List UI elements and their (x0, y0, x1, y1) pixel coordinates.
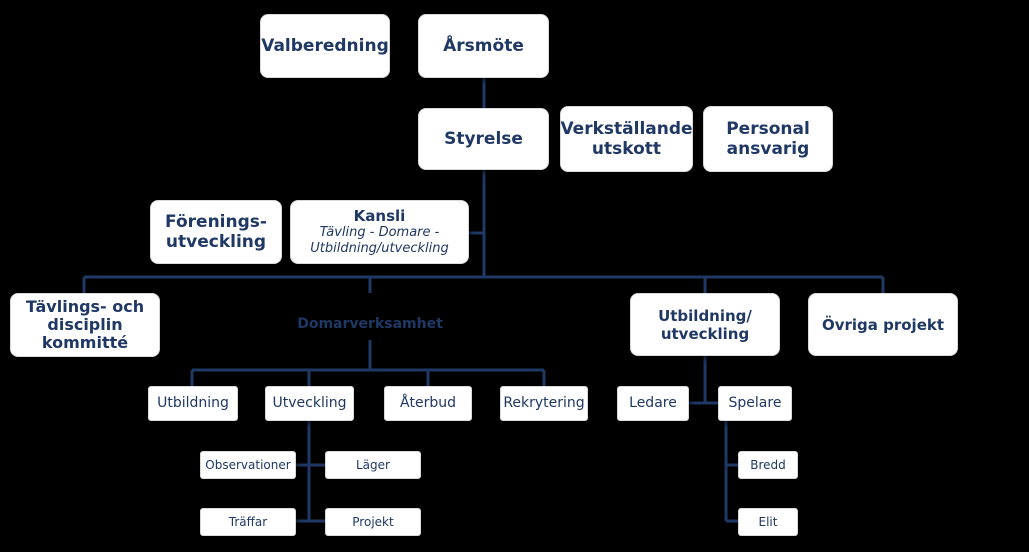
bredd-box: Bredd (738, 451, 798, 479)
domare-utbildning-label: Utbildning (157, 395, 229, 411)
ledare-box: Ledare (617, 386, 689, 421)
tavlings-line1: Tävlings- och (25, 297, 145, 316)
verkstallande-line2: utskott (591, 139, 662, 159)
verkstallande-line1: Verkställande (560, 119, 693, 139)
tavlings-line3: kommitté (41, 333, 129, 352)
ovriga-label: Övriga projekt (821, 315, 945, 334)
utbildning-line2: utveckling (660, 324, 750, 343)
observationer-box: Observationer (200, 451, 296, 479)
domarverksamhet-label: Domarverksamhet (297, 316, 443, 332)
styrelse-box: Styrelse (418, 108, 549, 170)
tavlings-line2: disciplin (47, 315, 123, 334)
utbildning-line1: Utbildning/ (658, 306, 752, 325)
kansli-box: Kansli Tävling - Domare - Utbildning/utv… (290, 200, 469, 264)
domare-aterbud-label: Återbud (399, 395, 457, 411)
utbildning-utveckling-box: Utbildning/ utveckling (630, 293, 780, 356)
styrelse-label: Styrelse (444, 129, 523, 149)
forenings-line2: utveckling (165, 232, 267, 252)
spelare-label: Spelare (728, 395, 782, 411)
verkstallande-utskott-box: Verkställande utskott (560, 106, 693, 172)
kansli-sub1: Tävling - Domare - (319, 225, 440, 240)
kansli-title: Kansli (353, 207, 406, 225)
projekt-box: Projekt (325, 508, 421, 536)
observationer-label: Observationer (205, 458, 291, 472)
valberedning-box: Valberedning (260, 14, 390, 78)
forenings-line1: Förenings- (165, 212, 267, 232)
domare-rekrytering-box: Rekrytering (500, 386, 588, 421)
traffar-label: Träffar (228, 515, 268, 529)
elit-box: Elit (738, 508, 798, 536)
kansli-sub2: Utbildning/utveckling (310, 241, 449, 256)
domare-utbildning-box: Utbildning (148, 386, 238, 421)
personal-line2: ansvarig (726, 139, 810, 159)
projekt-label: Projekt (352, 515, 394, 529)
tavlings-disciplin-box: Tävlings- och disciplin kommitté (10, 293, 160, 357)
personal-line1: Personal (726, 119, 810, 139)
elit-label: Elit (758, 515, 778, 529)
personal-ansvarig-box: Personal ansvarig (703, 106, 833, 172)
lager-label: Läger (356, 458, 390, 472)
ovriga-projekt-box: Övriga projekt (808, 293, 958, 356)
lager-box: Läger (325, 451, 421, 479)
domare-aterbud-box: Återbud (384, 386, 472, 421)
bredd-label: Bredd (750, 458, 786, 472)
arsmote-label: Årsmöte (443, 36, 524, 56)
domare-utveckling-label: Utveckling (272, 395, 347, 411)
domare-utveckling-box: Utveckling (265, 386, 354, 421)
traffar-box: Träffar (200, 508, 296, 536)
domare-rekrytering-label: Rekrytering (503, 395, 585, 411)
arsmote-box: Årsmöte (418, 14, 549, 78)
spelare-box: Spelare (718, 386, 792, 421)
foreningsutveckling-box: Förenings- utveckling (150, 200, 282, 264)
valberedning-label: Valberedning (261, 36, 389, 56)
ledare-label: Ledare (629, 395, 677, 411)
